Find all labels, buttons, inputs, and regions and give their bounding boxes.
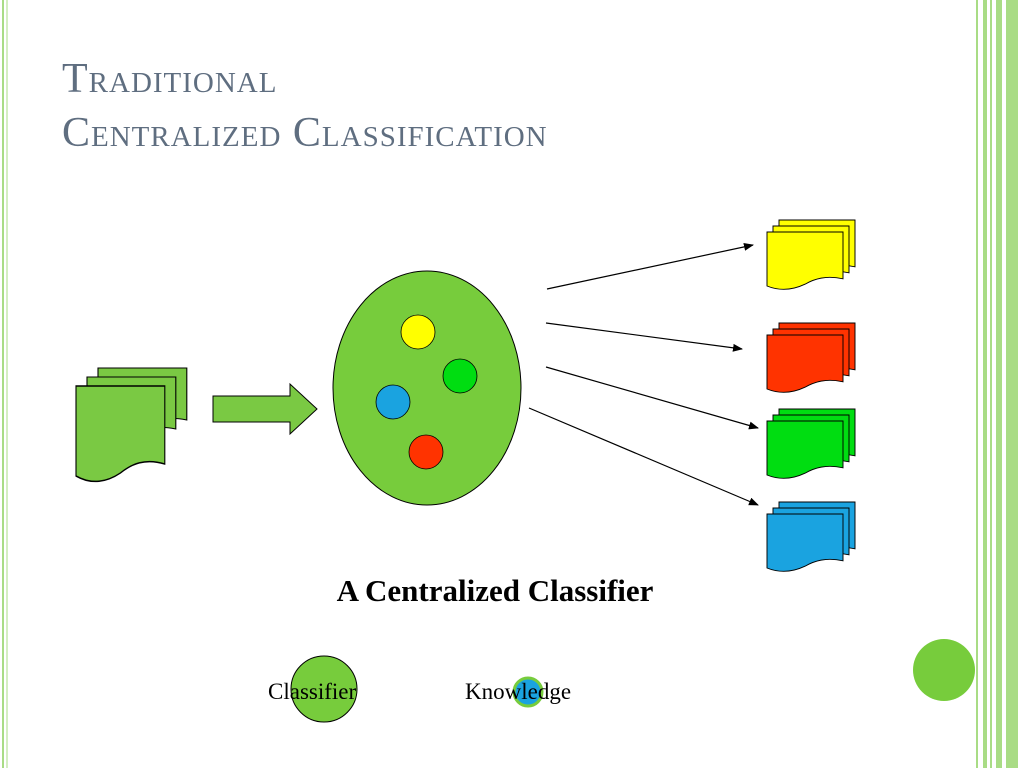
accent-dot — [913, 639, 975, 701]
output-documents-green-icon — [766, 408, 856, 479]
slide-title-line-1: Traditional — [62, 56, 278, 102]
knowledge-yellow-dot — [400, 314, 436, 350]
knowledge-blue-dot — [375, 384, 411, 420]
classifier-ellipse — [332, 270, 522, 506]
output-arrow-red — [545, 322, 743, 352]
legend-knowledge-label: Knowledge — [465, 679, 572, 704]
slide-title-line-2: Centralized Classification — [62, 110, 548, 156]
output-documents-blue-icon — [766, 501, 856, 572]
legend-classifier-label: Classifier — [268, 679, 357, 704]
input-documents-icon — [75, 367, 188, 483]
knowledge-green-dot — [442, 358, 478, 394]
output-documents-red-icon — [766, 322, 856, 393]
output-documents-yellow-icon — [766, 219, 856, 290]
output-arrow-green — [545, 366, 759, 430]
knowledge-red-dot — [408, 434, 444, 470]
output-arrow-blue — [528, 407, 759, 506]
input-arrow-icon — [212, 382, 318, 436]
diagram-caption: A Centralized Classifier — [336, 573, 654, 608]
legend-classifier-circle — [290, 655, 358, 723]
output-arrow-yellow — [546, 242, 754, 290]
legend-knowledge-circle — [512, 676, 544, 708]
